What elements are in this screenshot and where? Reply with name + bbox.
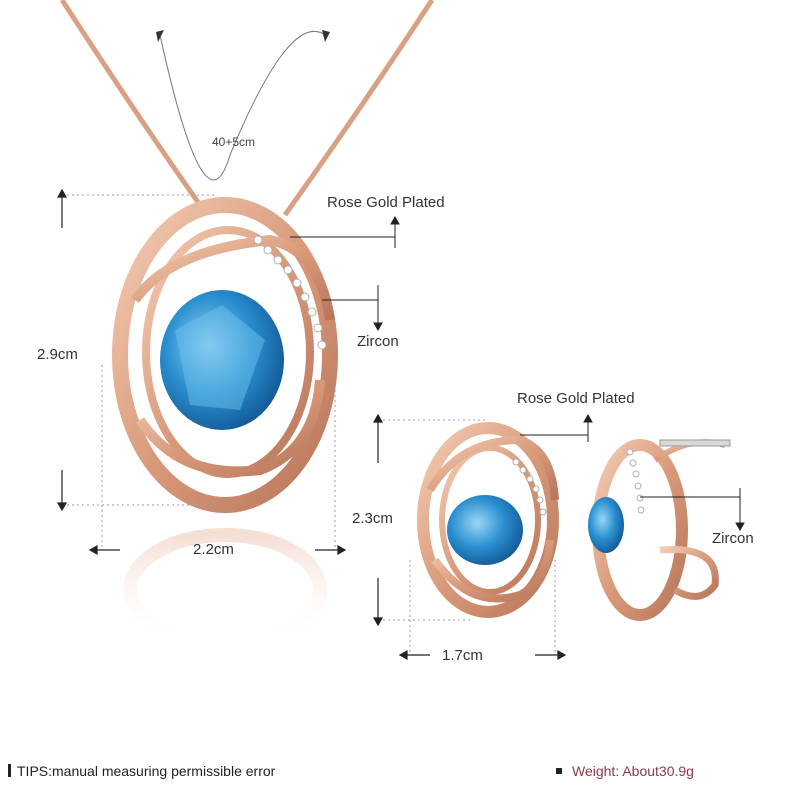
pendant-reflection — [123, 528, 327, 652]
pendant-plating-label: Rose Gold Plated — [327, 194, 445, 211]
earring-width-label: 1.7cm — [442, 647, 483, 664]
tips-text: TIPS:manual measuring permissible error — [17, 763, 276, 779]
weight-text: Weight: About30.9g — [572, 763, 694, 779]
square-bullet-icon — [556, 768, 562, 774]
pendant-crystal-row — [253, 235, 327, 350]
earring-height-label: 2.3cm — [352, 510, 393, 527]
weight-note: Weight: About30.9g — [556, 763, 694, 779]
earring-callouts — [520, 413, 745, 532]
pendant-dimensions — [62, 194, 336, 550]
pendant-dimension-arrows — [56, 188, 347, 556]
pendant-stone-label: Zircon — [357, 333, 399, 350]
earring-front — [417, 422, 559, 618]
pendant-width-label: 2.2cm — [193, 541, 234, 558]
earring-stone-label: Zircon — [712, 530, 754, 547]
tips-note: TIPS:manual measuring permissible error — [8, 763, 275, 779]
earring-dimension-arrows — [372, 413, 567, 661]
pendant-callouts — [290, 215, 400, 332]
necklace-chain — [59, 0, 435, 217]
earring-dimensions — [378, 419, 556, 655]
earring-plating-label: Rose Gold Plated — [517, 390, 635, 407]
pendant — [112, 197, 338, 513]
chain-length-arc — [156, 30, 330, 181]
pendant-height-label: 2.9cm — [37, 346, 78, 363]
earring-side — [588, 439, 731, 621]
chain-length-label: 40+5cm — [212, 135, 256, 149]
tips-bar-icon — [8, 764, 11, 777]
